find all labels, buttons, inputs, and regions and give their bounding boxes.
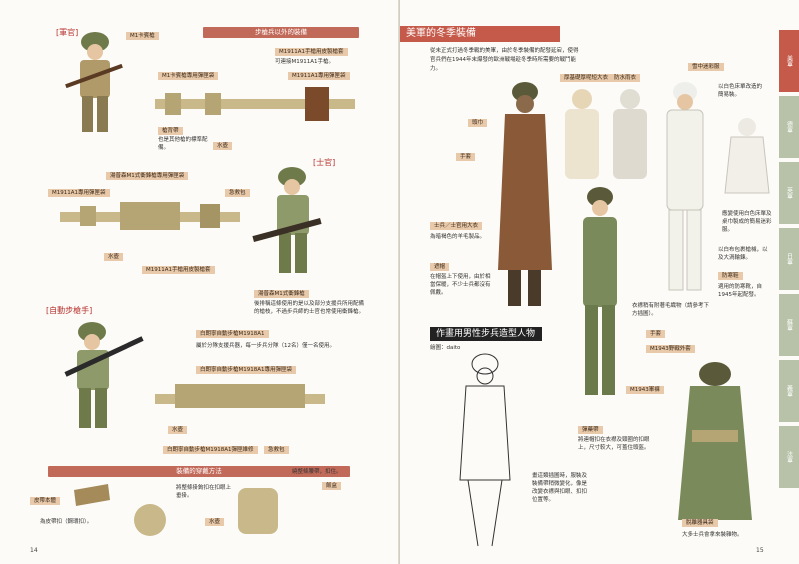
snow-cape-soldier-illustration xyxy=(724,118,770,194)
bar-rifleman-illustration xyxy=(64,322,144,428)
label-m1911a1-mag-pouch-top: M1911A1專用彈匣袋 xyxy=(288,72,350,80)
side-tab-us[interactable]: 美軍 xyxy=(779,30,799,92)
side-tab-uk[interactable]: 英軍 xyxy=(779,162,799,224)
label-raincoat: 防水雨衣 xyxy=(610,74,641,82)
label-overshoes: 防寒鞋 xyxy=(718,272,743,280)
note-figure: 畫這類插圖時，服裝及裝備帶稍微變化，像是改變衣襟與扣眼、扣扣位置等。 xyxy=(532,473,588,503)
tag-officer: [士官] xyxy=(313,158,336,167)
label-m1911a1-mag-pouch-mid: M1911A1專用彈匣袋 xyxy=(48,189,110,197)
back-view-soldier-illustration xyxy=(678,362,752,520)
note-officer-coat: 為暗褐色的羊毛製品。 xyxy=(430,234,486,240)
label-gloves-2: 手套 xyxy=(646,330,666,338)
line-art-figure xyxy=(459,353,511,547)
drawing-box-title: 作畫用男性步兵造型人物 xyxy=(430,327,542,341)
label-bar-m1918a1: 白朗寧自動步槍M1918A1 xyxy=(196,330,269,338)
label-officer-coat: 士兵／士官用大衣 xyxy=(430,222,483,230)
side-tab-italy[interactable]: 義軍 xyxy=(779,360,799,422)
label-first-aid-2: 急救包 xyxy=(264,446,289,454)
drawing-credit: 繪圖：daito xyxy=(430,345,461,351)
label-bar-tool: 白朗寧自動步槍M1918A1彈匣維修 xyxy=(163,446,258,454)
note-bar: 屬於分隊支援兵器，每一步兵分隊（12名）僅一名使用。 xyxy=(196,343,336,349)
note-wear-1: 繞整條腰帶，扣住。 xyxy=(292,469,342,475)
tag-army: [軍官] xyxy=(56,28,79,37)
first-aid-pouch-illustration xyxy=(134,504,166,536)
label-thompson-pouch: 湯普森M1式衝鋒槍專用彈匣袋 xyxy=(106,172,189,180)
label-gloves: 手套 xyxy=(456,153,476,161)
snowsuit-soldier-illustration xyxy=(666,82,704,291)
label-mess-tin: 飯盒 xyxy=(322,482,342,490)
label-thompson-m1: 湯普森M1式衝鋒槍 xyxy=(254,290,309,298)
label-pack: 脫離器具袋 xyxy=(682,519,718,527)
note-boots: 適用的防寒靴，自1945年起配發。 xyxy=(718,284,763,298)
book-spine xyxy=(398,0,401,564)
left-page: [軍官] [士官] [自動步槍手] 步槍兵以外的裝備 裝備的穿戴方法 xyxy=(0,0,399,564)
greatcoat-soldier-illustration xyxy=(498,82,552,306)
intro-text: 從未正式打過冬季戰的美軍，由於冬季裝備的配發延宕，使得官兵們在1944年末爆發的… xyxy=(430,48,579,72)
thompson-belt-illustration xyxy=(60,202,240,230)
side-tab-france[interactable]: 法軍 xyxy=(779,426,799,488)
note-snow-suit: 以白色床單改造的簡易裝。 xyxy=(718,84,763,98)
m1-carbine-belt-illustration xyxy=(155,87,355,121)
label-canteen-4: 水壺 xyxy=(205,518,225,526)
label-wool-cap: 遮帽 xyxy=(430,263,450,271)
note-white-suit: 應變使用白色床單及桌巾製成的簡易迷彩服。 xyxy=(722,211,772,233)
note-sling: 也是其他槍的標準配備。 xyxy=(158,137,208,151)
label-m1911a1-holster-2: M1911A1手槍用皮製槍套 xyxy=(142,266,215,274)
bar-belt-illustration xyxy=(155,384,325,408)
sergeant-soldier-illustration xyxy=(252,167,322,273)
note-wear-3: 為皮帶扣（鋼環扣）。 xyxy=(40,519,93,525)
note-snow-tag: 以白布包裹槍械，以及大渦輪鍊。 xyxy=(718,247,768,261)
raincoat-soldier-illustration xyxy=(565,89,599,179)
label-canteen-3: 水壺 xyxy=(168,426,188,434)
note-wear-2: 將整條掛鉤扣在扣眼上垂掛。 xyxy=(176,485,232,499)
label-canteen-2: 水壺 xyxy=(104,253,124,261)
page-number-left: 14 xyxy=(30,547,38,554)
label-m1943-jacket: M1943野戰外套 xyxy=(646,345,695,353)
side-tab-germany[interactable]: 德軍 xyxy=(779,96,799,158)
banner-wearing: 裝備的穿戴方法 xyxy=(48,466,350,477)
right-page: 美軍的冬季裝備 從未正式打過冬季戰的美軍，由於冬季裝備的配發延宕，使得官兵們在1… xyxy=(400,0,799,564)
tag-automatic-rifleman: [自動步槍手] xyxy=(46,306,93,315)
note-pack: 大多士兵會拿來裝雜物。 xyxy=(682,532,743,538)
label-bandolier: 彈藥帶 xyxy=(578,426,603,434)
label-snow-suit: 雪中迷彩服 xyxy=(688,63,724,71)
canteen-illustration xyxy=(238,488,278,534)
poncho-soldier-illustration xyxy=(613,89,647,179)
note-carbine: 可連接M1911A1手槍。 xyxy=(275,59,335,65)
m1943-soldier-illustration xyxy=(583,187,617,395)
side-tab-soviet[interactable]: 蘇軍 xyxy=(779,294,799,356)
label-hood: 頭巾 xyxy=(468,119,488,127)
label-m1-carbine-mag-pouch: M1卡賓槍專用彈匣袋 xyxy=(158,72,219,80)
label-m1-carbine: M1卡賓槍 xyxy=(126,32,159,40)
label-m1911a1-holster: M1911A1手槍用皮製槍套 xyxy=(275,48,348,56)
banner-other-equipment: 步槍兵以外的裝備 xyxy=(203,27,359,38)
label-bar-belt: 白朗寧自動步槍M1918A1專用彈匣袋 xyxy=(196,366,297,374)
note-jacket: 衣襟稍有附著毛織物（請參考下方插圖）。 xyxy=(632,303,710,317)
officer-soldier-illustration xyxy=(65,32,123,132)
page-number-right: 15 xyxy=(756,547,764,554)
side-tab-japan[interactable]: 日軍 xyxy=(779,228,799,290)
label-sling: 槍背帶 xyxy=(158,127,183,135)
label-wool-coat: 厚基礎厚呢短大衣 xyxy=(560,74,613,82)
label-canteen-1: 水壺 xyxy=(213,142,233,150)
label-m1943-trousers: M1943軍褲 xyxy=(626,386,664,394)
note-hood: 在帽盔上下使用，由於相當保暖，不少士兵都沒有佩戴。 xyxy=(430,274,491,296)
label-belt-loop: 皮帶本體 xyxy=(30,497,61,505)
note-wrap: 將連帽扣在衣襟及頸圈的扣眼上，尺寸較大，可蓋住頭盔。 xyxy=(578,437,650,451)
section-title: 美軍的冬季裝備 xyxy=(400,26,560,42)
label-first-aid: 急救包 xyxy=(225,189,250,197)
belt-loop-illustration xyxy=(74,484,110,506)
note-thompson: 後排稱這條使用的是以及部分支援兵所用配備的槍枝，不過步兵師的士官也常使用衝鋒槍。 xyxy=(254,301,365,315)
